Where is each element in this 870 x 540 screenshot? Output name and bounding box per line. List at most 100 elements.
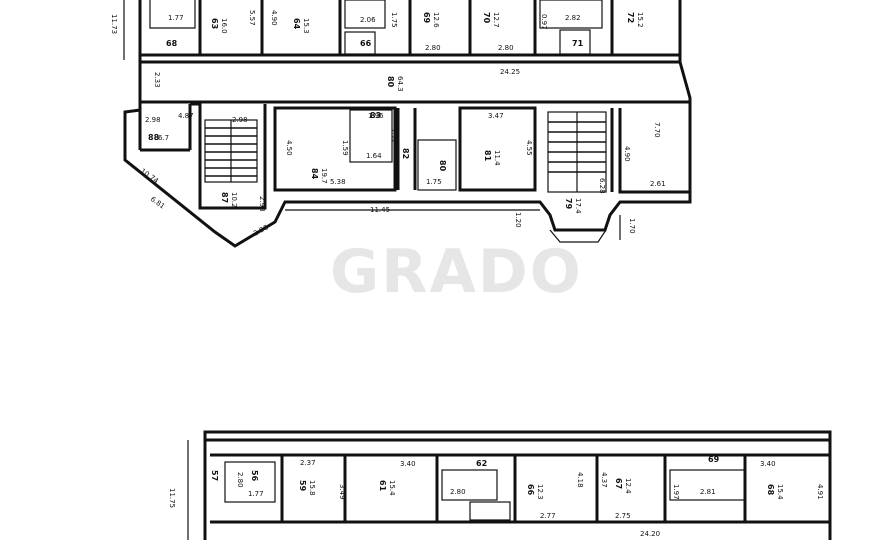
bottom-dim: 7.70 [653,122,661,138]
room-area: 10.2 [230,192,238,208]
room-number: 81 [483,150,492,162]
room-area: 19.7 [320,168,328,184]
bottom-dim: 1.96 [368,112,384,120]
room-number: 66 [360,39,372,48]
upper-top-labels: 63 16.0 5.57 64 15.3 4.90 69 12.6 2.80 7… [166,10,644,52]
room-area: 15.4 [388,480,396,496]
room-area: 11.4 [493,150,501,166]
room-number: 87 [220,192,229,203]
bottom-dim: 1.20 [514,212,522,228]
corridor-number: 80 [386,76,395,88]
lower-outer-wall [203,430,832,540]
room-dim: 1.75 [390,12,398,28]
bottom-dim: 4.90 [623,146,631,162]
room-dim: 5.38 [330,178,346,186]
room-dim: 1.77 [168,14,184,22]
lower-dim: 4.37 [600,472,608,488]
room-dim: 6.28 [598,178,606,194]
room-dim: 2.98 [145,116,161,124]
room-number: 72 [626,12,635,23]
room-dim: 2.77 [540,512,556,520]
bay-window [549,229,607,243]
room-number: 62 [476,459,487,468]
room-number: 68 [766,484,775,496]
lower-labels: 11.75 57 2.80 56 1.77 59 15.8 2.37 61 15… [168,440,824,540]
room-number: 63 [210,18,219,29]
room-number: 69 [708,455,720,464]
upper-outer-wall [138,0,682,64]
room-number: 64 [292,18,301,30]
room-area: 15.2 [636,12,644,28]
room-dim: 3.40 [400,460,416,468]
lower-dim: 1.97 [672,484,680,500]
lower-corridor-length: 24.20 [640,530,660,538]
upper-bottom-rooms: 84 19.7 5.38 1.64 83 82 1.12 80 1.75 81 … [273,106,690,234]
room-area: 16.0 [220,18,228,34]
corridor-width: 2.33 [153,72,161,88]
lower-dim: 4.18 [576,472,584,488]
lower-left-height: 11.75 [168,488,176,508]
room-area: 12.4 [624,478,632,494]
room-number: 68 [166,39,178,48]
upper-corridor-bottom-wall [123,61,692,248]
room-dim: 2.37 [300,459,316,467]
bottom-dim: 1.59 [341,140,349,156]
room-area: 12.6 [432,12,440,28]
upper-top-rooms [140,0,680,57]
watermark: GRADO [330,237,583,307]
bottom-dim: 4.55 [525,140,533,156]
bottom-dim: 1.70 [628,218,636,234]
room-number: 70 [482,12,491,24]
room-number: 57 [210,470,219,481]
left-dim: 2.90 [252,223,270,237]
room-dim: 2.80 [450,488,466,496]
room-dim: 1.12 [390,128,398,144]
room-dim: 2.75 [615,512,631,520]
upper-right-staircase [547,111,607,193]
room-number: 88 [148,133,160,142]
room-dim: 2.80 [498,44,514,52]
corridor-area: 64.3 [396,76,404,92]
lower-rooms [224,455,747,522]
left-dim: 10.74 [139,167,160,185]
room-number: 83 [370,111,381,120]
room-area: 6.7 [158,134,169,142]
room-dim: 1.64 [366,152,382,160]
lower-dim: 4.91 [816,484,824,500]
room-number: 80 [438,160,447,172]
room-number: 71 [572,39,584,48]
room-number: 79 [564,198,573,210]
bottom-dim: 2.61 [650,180,666,188]
room-number: 66 [526,484,535,496]
room-dim: 2.80 [425,44,441,52]
room-area: 17.4 [574,198,582,214]
room-number: 61 [378,480,387,492]
room-dim: 2.06 [360,16,376,24]
room-area: 12.3 [536,484,544,500]
room-dim: 3.40 [760,460,776,468]
left-dim: 2.98 [258,196,266,212]
corridor-length: 24.25 [500,68,520,76]
room-dim: 1.75 [426,178,442,186]
room-dim: 3.47 [488,112,504,120]
room-dim: 5.57 [248,10,256,26]
room-dim: 1.77 [248,490,264,498]
room-dim: 2.81 [700,488,716,496]
room-dim: 0.97 [540,14,548,30]
room-number: 84 [310,168,319,180]
left-dim: 4.87 [178,112,194,120]
room-dim: 4.90 [270,10,278,26]
room-number: 82 [401,148,410,159]
upper-left-rooms: 88 6.7 2.98 87 10.2 2.98 10.74 6.81 2.90… [138,102,270,238]
room-area: 15.4 [776,484,784,500]
left-dim: 6.81 [149,195,166,210]
room-area: 15.3 [302,18,310,34]
room-area: 12.7 [492,12,500,28]
lower-dim: 3.49 [338,484,346,500]
lower-floor-plan: 11.75 57 2.80 56 1.77 59 15.8 2.37 61 15… [168,430,832,540]
upper-left-staircase [204,119,258,183]
room-number: 59 [298,480,307,492]
room-number: 67 [614,478,623,489]
room-number: 56 [250,470,259,482]
